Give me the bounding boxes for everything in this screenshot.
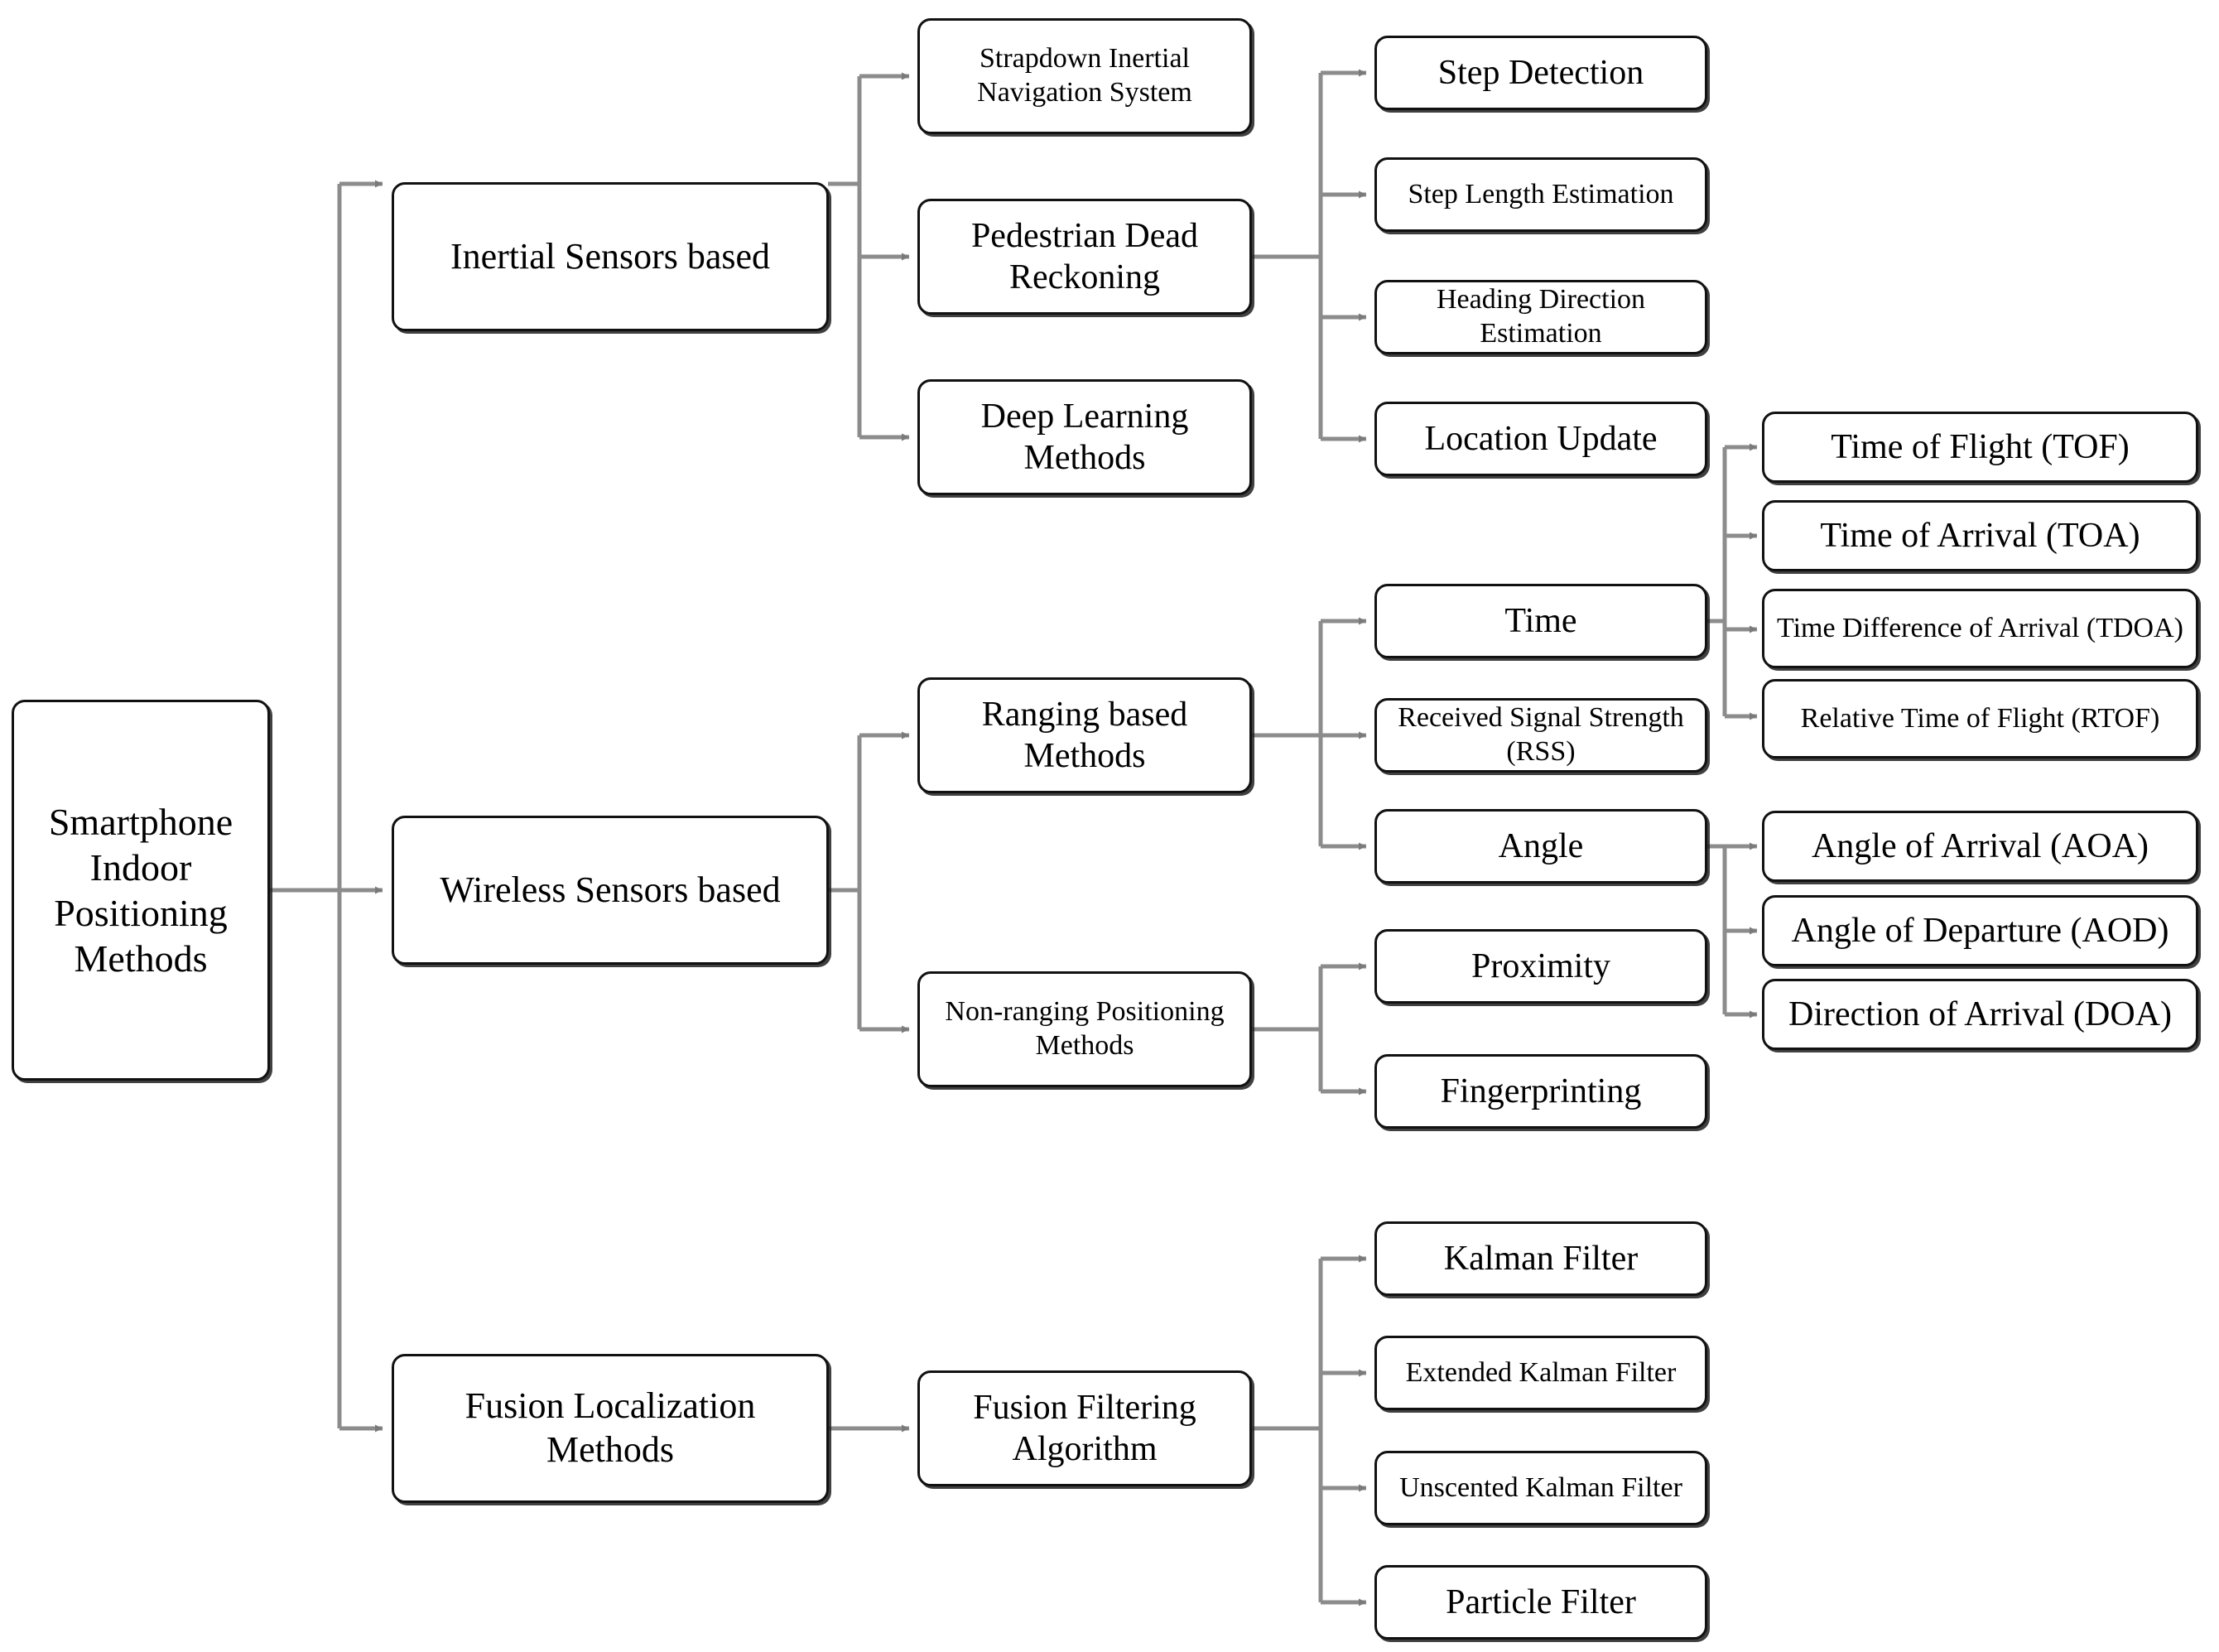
node-deep-learning-methods[interactable]: Deep Learning Methods (917, 379, 1252, 495)
node-fusion-localization-methods-label: Fusion Localization Methods (464, 1385, 756, 1470)
node-fusion-localization-methods[interactable]: Fusion Localization Methods (392, 1354, 829, 1503)
node-pdr-label: Pedestrian Dead Reckoning (970, 216, 1199, 296)
node-particle-filter[interactable]: Particle Filter (1374, 1565, 1707, 1640)
node-strapdown-inertial-navigation-system[interactable]: Strapdown Inertial Navigation System (917, 18, 1252, 134)
node-particle-label: Particle Filter (1446, 1582, 1636, 1621)
node-root[interactable]: Smartphone Indoor Positioning Methods (12, 700, 270, 1081)
node-step-length-label: Step Length Estimation (1408, 178, 1674, 210)
node-extended-kalman-filter[interactable]: Extended Kalman Filter (1374, 1336, 1707, 1410)
node-fusion-filtering-algorithm[interactable]: Fusion Filtering Algorithm (917, 1370, 1252, 1486)
node-ukf-label: Unscented Kalman Filter (1399, 1471, 1682, 1503)
node-received-signal-strength[interactable]: Received Signal Strength (RSS) (1374, 698, 1707, 773)
node-proximity-label: Proximity (1471, 946, 1611, 985)
node-aoa-label: Angle of Arrival (AOA) (1811, 826, 2149, 865)
node-heading-direction-estimation[interactable]: Heading Direction Estimation (1374, 280, 1707, 354)
node-angle-of-departure[interactable]: Angle of Departure (AOD) (1762, 895, 2198, 966)
node-non-ranging-positioning-methods[interactable]: Non-ranging Positioning Methods (917, 971, 1252, 1087)
node-sins-label: Strapdown Inertial Navigation System (977, 43, 1192, 108)
node-deep-label: Deep Learning Methods (980, 397, 1189, 477)
node-inertial-sensors-based[interactable]: Inertial Sensors based (392, 182, 829, 331)
node-time-of-arrival[interactable]: Time of Arrival (TOA) (1762, 500, 2198, 571)
node-aod-label: Angle of Departure (AOD) (1791, 911, 2169, 950)
node-toa-label: Time of Arrival (TOA) (1820, 516, 2140, 555)
node-wireless-sensors-based[interactable]: Wireless Sensors based (392, 816, 829, 965)
node-proximity[interactable]: Proximity (1374, 929, 1707, 1004)
node-step-detection[interactable]: Step Detection (1374, 36, 1707, 110)
node-time-of-flight[interactable]: Time of Flight (TOF) (1762, 412, 2198, 483)
node-time-label: Time (1504, 601, 1577, 640)
node-fingerprinting[interactable]: Fingerprinting (1374, 1054, 1707, 1129)
node-direction-of-arrival[interactable]: Direction of Arrival (DOA) (1762, 979, 2198, 1050)
node-heading-label: Heading Direction Estimation (1436, 284, 1646, 349)
node-fingerprinting-label: Fingerprinting (1440, 1072, 1642, 1110)
node-doa-label: Direction of Arrival (DOA) (1788, 995, 2173, 1033)
node-time[interactable]: Time (1374, 584, 1707, 658)
node-nonranging-label: Non-ranging Positioning Methods (945, 996, 1225, 1061)
node-location-update[interactable]: Location Update (1374, 402, 1707, 476)
node-angle[interactable]: Angle (1374, 809, 1707, 884)
node-tof-label: Time of Flight (TOF) (1831, 427, 2130, 466)
node-inertial-sensors-based-label: Inertial Sensors based (450, 235, 771, 277)
node-step-detection-label: Step Detection (1437, 53, 1644, 92)
node-location-update-label: Location Update (1424, 419, 1658, 458)
node-fusion-filtering-label: Fusion Filtering Algorithm (973, 1388, 1196, 1468)
node-root-label: Smartphone Indoor Positioning Methods (48, 800, 233, 980)
node-rss-label: Received Signal Strength (RSS) (1398, 702, 1684, 767)
node-step-length-estimation[interactable]: Step Length Estimation (1374, 157, 1707, 232)
node-angle-of-arrival[interactable]: Angle of Arrival (AOA) (1762, 811, 2198, 882)
node-kalman-filter[interactable]: Kalman Filter (1374, 1221, 1707, 1296)
node-kalman-label: Kalman Filter (1443, 1239, 1639, 1278)
node-tdoa-label: Time Difference of Arrival (TDOA) (1777, 612, 2183, 643)
node-wireless-sensors-based-label: Wireless Sensors based (440, 869, 781, 910)
node-ranging-label: Ranging based Methods (981, 695, 1188, 775)
node-ranging-based-methods[interactable]: Ranging based Methods (917, 677, 1252, 793)
node-ekf-label: Extended Kalman Filter (1405, 1356, 1677, 1388)
node-rtof-label: Relative Time of Flight (RTOF) (1800, 702, 2160, 734)
node-angle-label: Angle (1498, 826, 1584, 865)
node-relative-time-of-flight[interactable]: Relative Time of Flight (RTOF) (1762, 679, 2198, 759)
node-time-difference-of-arrival[interactable]: Time Difference of Arrival (TDOA) (1762, 589, 2198, 668)
node-unscented-kalman-filter[interactable]: Unscented Kalman Filter (1374, 1451, 1707, 1525)
node-pedestrian-dead-reckoning[interactable]: Pedestrian Dead Reckoning (917, 199, 1252, 315)
